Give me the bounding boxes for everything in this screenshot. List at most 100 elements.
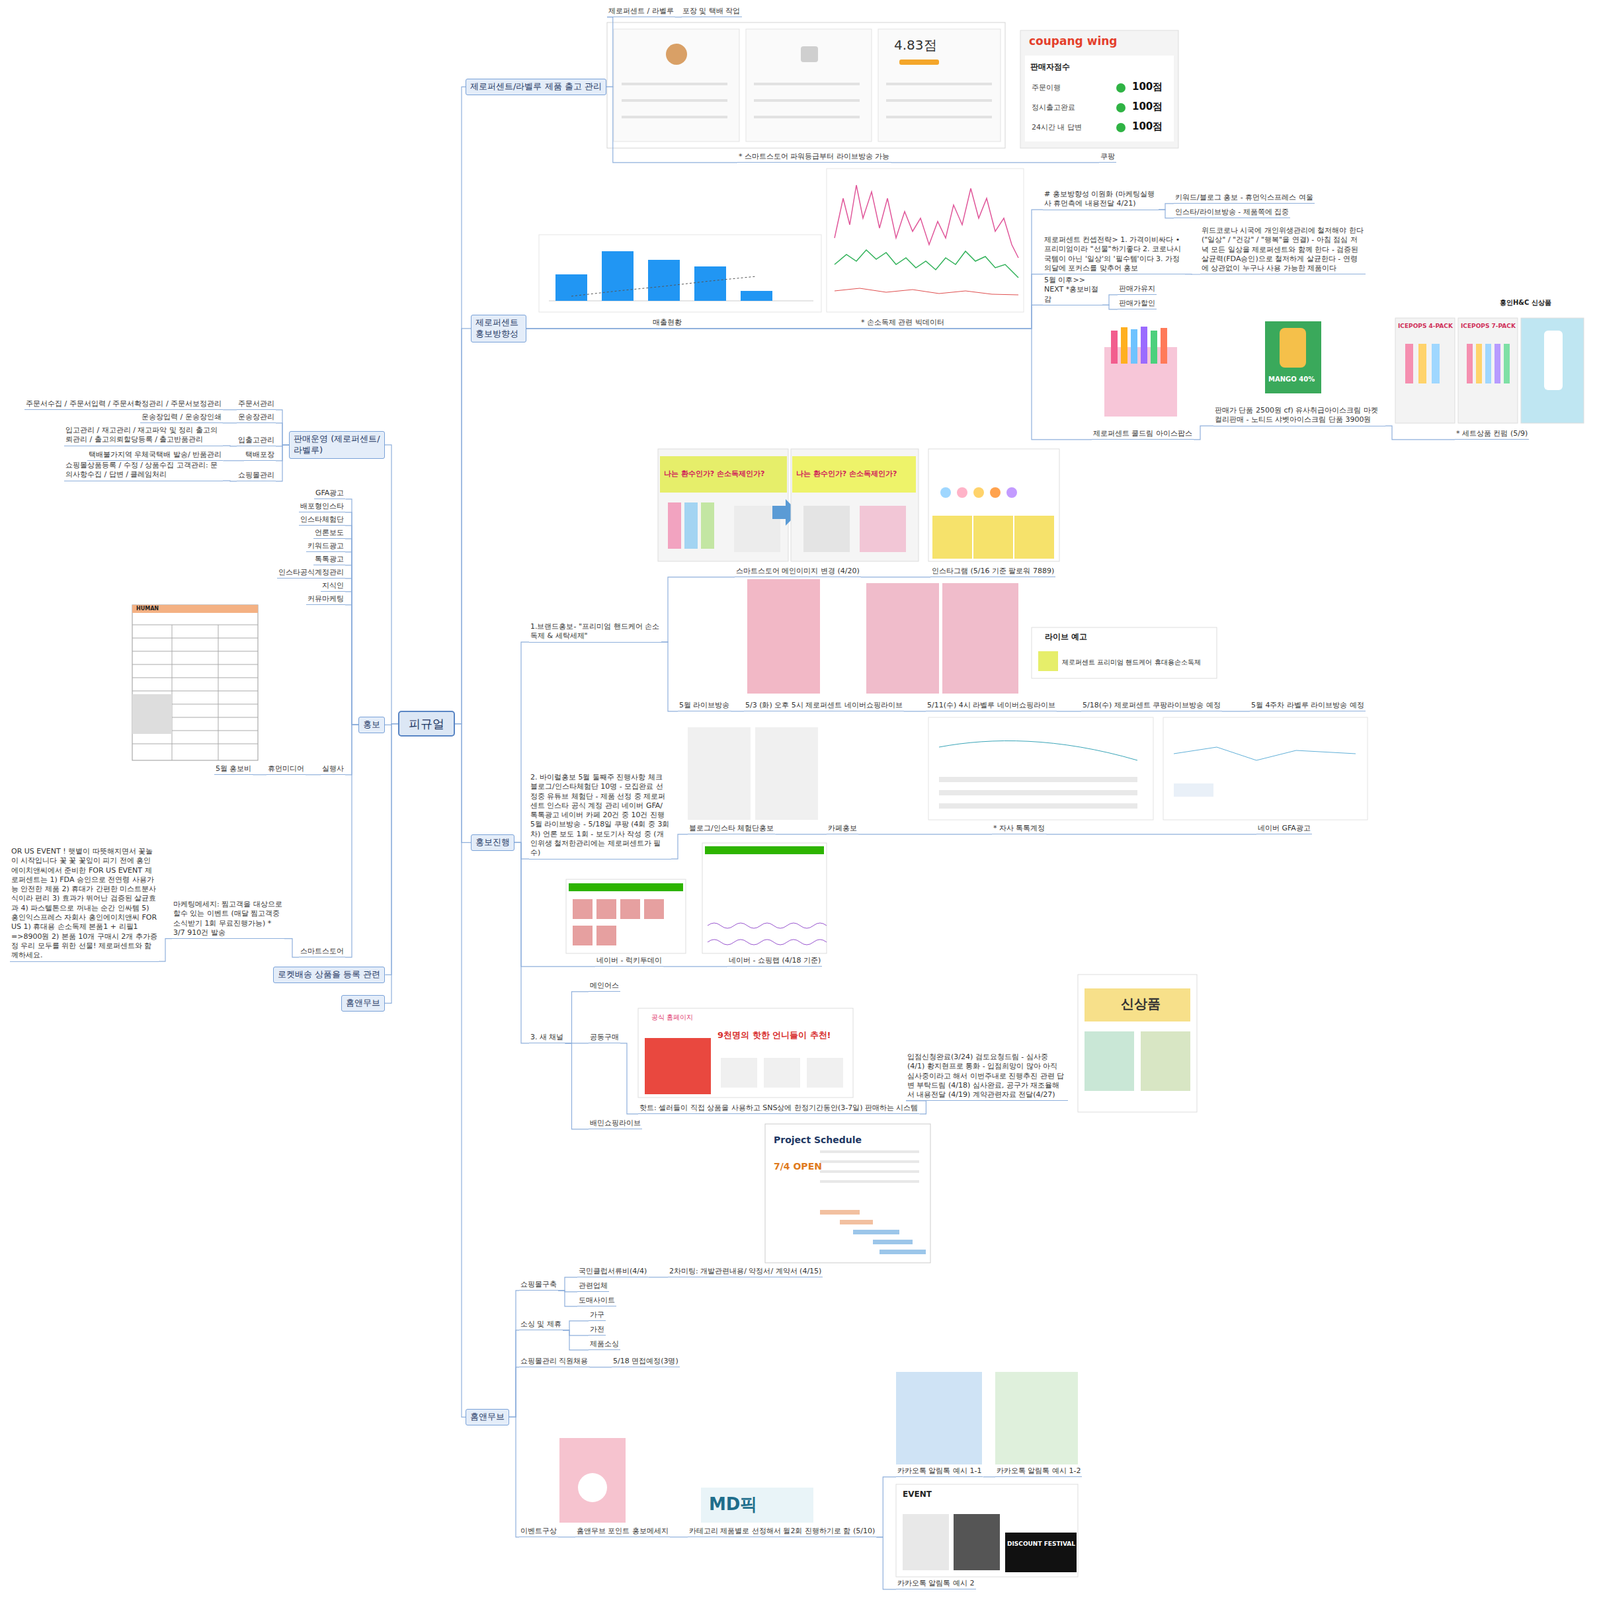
illustration-part <box>707 939 827 945</box>
illustration-part <box>1431 343 1440 384</box>
topic-text: 판매운영 (제로퍼센트/라벨루) <box>293 433 381 457</box>
subtopic-line: 가구 <box>588 1310 606 1322</box>
instagram-screenshot <box>928 449 1060 562</box>
branch-connector <box>526 274 1043 329</box>
illustration-part <box>939 790 1138 796</box>
branch-connector <box>284 939 299 958</box>
branch-connector <box>275 423 289 446</box>
subtopic-line: 택배포장 <box>244 450 276 461</box>
topic-text: 네이버 - 쇼핑랩 (4/18 기준) <box>728 956 821 966</box>
subtopic-line: 운송장관리 <box>236 412 276 424</box>
topic-text: 인스타공식계정관리 <box>278 568 344 578</box>
illustration-part <box>644 899 664 920</box>
illustration-part <box>753 115 860 119</box>
illustration-part <box>953 1514 1000 1571</box>
illustration-part <box>1110 330 1118 364</box>
budget-table <box>132 605 258 761</box>
topic-text: 인스타/라이브방송 - 제품쪽에 집중 <box>1175 207 1289 217</box>
subtopic-line: 카카오톡 알림톡 예시 2 <box>896 1579 977 1590</box>
illustration-part <box>1163 717 1368 820</box>
subtopic-line: 판매가 단품 2500원 cf) 유사취급아이스크림 마켓컬리판매 - 노티드 … <box>1213 406 1386 427</box>
subtopic-line: GFA광고 <box>314 488 346 500</box>
illustration-part <box>956 487 968 498</box>
branch-connector <box>876 1537 897 1590</box>
subtopic-line: 국민클럽서류비(4/4) <box>577 1267 649 1278</box>
subtopic-line: 5/3 (화) 오후 5시 제로퍼센트 네이버쇼핑라이브 <box>743 700 904 712</box>
branch-connector <box>982 1476 996 1478</box>
illustration-part <box>1116 122 1126 133</box>
central-topic: 피규얼 <box>398 710 455 737</box>
illustration-part <box>1005 1532 1077 1573</box>
subtopic-line: * 손소독제 관련 빅데이터 <box>859 318 946 329</box>
illustration-part <box>1173 747 1356 761</box>
branch-connector <box>275 409 289 446</box>
topic-text: 실행사 <box>322 764 344 774</box>
branch-topic: 제로퍼센트/라벨루 제품 출고 관리 <box>465 78 607 96</box>
illustration-part <box>886 99 992 102</box>
branch-connector <box>562 1330 589 1351</box>
image-text: EVENT <box>902 1489 932 1500</box>
branch-connector <box>1102 304 1118 309</box>
topic-text: # 홍보방향성 이원화 (마케팅실행사 휴먼측에 내용전달 4/21) <box>1044 189 1158 209</box>
image-text: 7/4 OPEN <box>773 1161 822 1173</box>
topic-text: * 세트상품 컨펌 (5/9) <box>1456 429 1528 439</box>
illustration-part <box>834 249 1019 278</box>
branch-connector <box>1102 294 1118 306</box>
topic-text: 카카오톡 알림톡 예시 1-1 <box>897 1466 982 1476</box>
illustration-part <box>753 99 860 102</box>
branch-connector <box>345 605 359 726</box>
illustration-part <box>568 883 684 892</box>
image-text: ICEPOPS 7-PACK <box>1460 322 1516 330</box>
topic-text: 홈앤무브 <box>345 997 381 1010</box>
subtopic-line: 제로퍼센트 컨셉전략> 1. 가격이비싸다 • 프리미엄이라 "선물"하기좋다 … <box>1042 235 1186 275</box>
subtopic-line: 인스타공식계정관리 <box>277 568 346 579</box>
topic-text: 가전 <box>589 1325 605 1335</box>
branch-connector <box>222 460 245 461</box>
subtopic-line: 지식인 <box>320 581 346 592</box>
illustration-part <box>819 1160 920 1164</box>
illustration-part <box>657 449 789 562</box>
branch-connector <box>345 525 359 726</box>
illustration-part <box>700 1487 814 1523</box>
subtopic-line: 포장 및 택배 작업 <box>681 6 742 18</box>
illustration-part <box>665 43 688 65</box>
illustration-part <box>638 1008 854 1098</box>
topic-text: * 손소독제 관련 빅데이터 <box>860 318 945 328</box>
topic-text: 쿠팡 <box>1100 152 1115 162</box>
illustration-part <box>790 449 919 562</box>
illustration-part <box>132 605 258 614</box>
illustration-part <box>747 579 820 694</box>
illustration-part <box>132 605 258 761</box>
branch-connector <box>606 17 614 88</box>
subtopic-line: * 자사 톡톡계정 <box>991 823 1047 835</box>
branch-connector <box>1056 710 1082 712</box>
branch-connector <box>454 86 466 724</box>
image-text: 9천명의 핫한 언니들이 추천! <box>717 1030 832 1041</box>
illustration-part <box>803 505 850 553</box>
subtopic-line: 인스타/라이브방송 - 제품쪽에 집중 <box>1173 207 1291 219</box>
branch-connector <box>222 409 237 410</box>
topic-text: 메인어스 <box>589 981 619 991</box>
illustration-part <box>1418 343 1427 384</box>
topic-text: 배포형인스타 <box>300 501 344 512</box>
illustration-part <box>577 1473 608 1503</box>
subtopic-line: 이벤트구상 <box>519 1526 559 1538</box>
illustration-part <box>1130 329 1138 364</box>
illustration-part <box>866 583 940 694</box>
topic-text: 소싱 및 제휴 <box>520 1319 562 1330</box>
branch-connector <box>509 1417 520 1537</box>
topic-text: 인스타체험단 <box>300 515 344 525</box>
topic-text: 판매가유지 <box>1118 284 1156 294</box>
topic-text: 배민쇼핑라이브 <box>589 1118 641 1129</box>
subtopic-line: 도매사이트 <box>577 1296 617 1307</box>
illustration-part <box>1485 343 1492 384</box>
subtopic-line: 2. 바이럴홍보 5월 둘째주 진행사항 체크 블로그/인스타체험단 10명 -… <box>529 773 672 860</box>
topic-text: 1.브랜드홍보- "프리미엄 핸드케어 손소독제 & 세탁세제" <box>530 622 660 642</box>
illustration-part <box>834 288 1019 295</box>
image-text: 판매자점수 <box>1030 62 1070 72</box>
illustration-part <box>939 740 1138 761</box>
topic-text: OR US EVENT ! 햇볕이 따뜻해지면서 꽃놀이 시작입니다 꽃 꽃 꽃… <box>11 847 158 961</box>
illustration-part <box>1494 343 1501 384</box>
illustration-part <box>879 1249 926 1255</box>
image-text: 100점 <box>1132 100 1163 113</box>
